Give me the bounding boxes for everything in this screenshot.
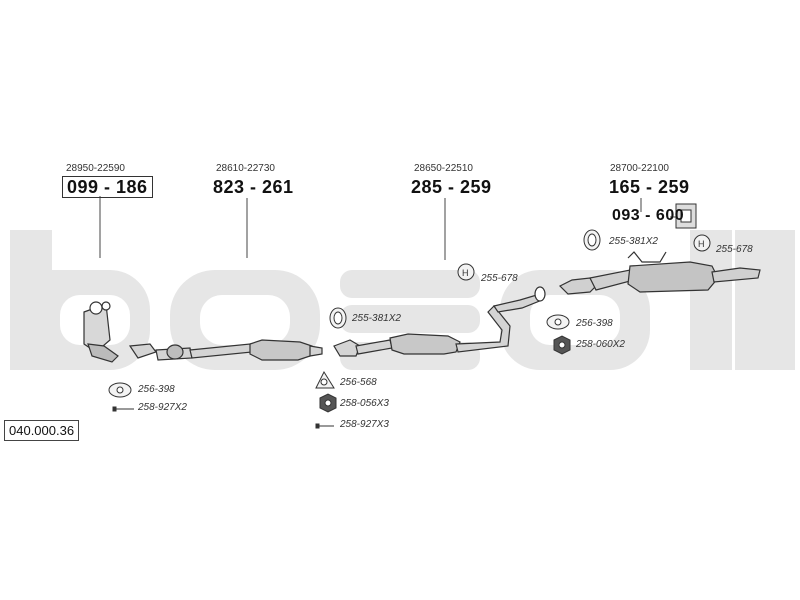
svg-text:H: H (462, 268, 469, 278)
svg-text:H: H (698, 239, 705, 249)
gasket-icon (315, 370, 335, 389)
clamp-icon (329, 307, 347, 329)
clamp-icon (583, 229, 601, 251)
catalytic-converter-part (83, 301, 119, 363)
bolt-icon (112, 406, 134, 412)
gasket-icon (546, 314, 570, 330)
front-pipe-part (128, 339, 323, 361)
fitting-label: 256-398 (138, 384, 175, 395)
part-reference-1: 28950-22590 (66, 163, 125, 174)
fitting-label: 258-060X2 (576, 339, 625, 350)
fitting-label: 255-678 (716, 244, 753, 255)
fitting-label: 256-568 (340, 377, 377, 388)
part-number-2[interactable]: 823 - 261 (213, 177, 294, 197)
hanger-icon: H (693, 234, 711, 252)
middle-pipe-part (333, 286, 546, 357)
part-reference-3: 28650-22510 (414, 163, 473, 174)
part-number-4-bracket[interactable]: 093 - 600 (612, 207, 685, 224)
part-number-3[interactable]: 285 - 259 (411, 177, 492, 197)
nut-icon (553, 335, 571, 355)
gasket-icon (108, 382, 132, 398)
fitting-label: 258-927X2 (138, 402, 187, 413)
fitting-label: 255-678 (481, 273, 518, 284)
fitting-label: 258-927X3 (340, 419, 389, 430)
part-number-1[interactable]: 099 - 186 (62, 176, 153, 198)
fitting-label: 255-381X2 (352, 313, 401, 324)
part-reference-2: 28610-22730 (216, 163, 275, 174)
hanger-icon: H (457, 263, 475, 281)
nut-icon (319, 393, 337, 413)
fitting-label: 258-056X3 (340, 398, 389, 409)
rear-silencer-part (558, 251, 761, 295)
mounting-bracket-icon (675, 203, 697, 229)
bolt-icon (315, 423, 334, 429)
part-reference-4: 28700-22100 (610, 163, 669, 174)
catalog-code: 040.000.36 (4, 420, 80, 441)
fitting-label: 256-398 (576, 318, 613, 329)
fitting-label: 255-381X2 (609, 236, 658, 247)
part-number-4[interactable]: 165 - 259 (609, 177, 690, 197)
